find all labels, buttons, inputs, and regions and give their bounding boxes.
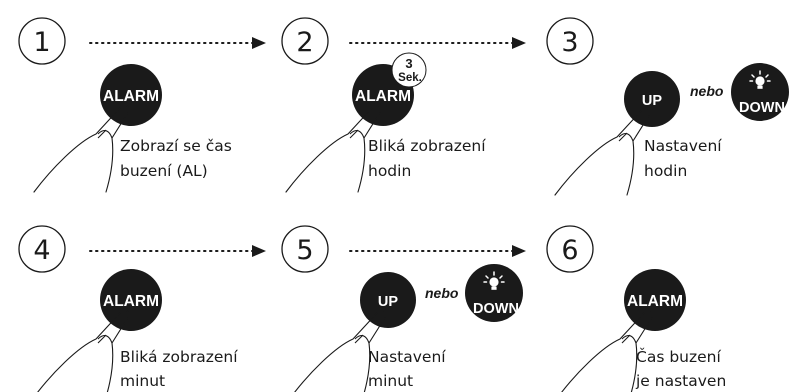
step-5-number: 5 bbox=[296, 235, 313, 266]
step-6-caption-line2: je nastaven bbox=[635, 372, 726, 390]
svg-text:DOWN: DOWN bbox=[473, 301, 519, 317]
step-2-badge-unit: Sek. bbox=[398, 72, 422, 84]
step-3-caption-line1: Nastavení bbox=[644, 137, 722, 155]
step-4-caption-line2: minut bbox=[120, 372, 165, 390]
svg-text:ALARM: ALARM bbox=[103, 88, 159, 105]
arrowhead-4 bbox=[252, 245, 266, 257]
step-6-alarm-button: ALARM bbox=[624, 269, 686, 331]
svg-text:UP: UP bbox=[642, 93, 662, 109]
svg-text:ALARM: ALARM bbox=[627, 293, 683, 310]
step-2-badge-seconds: 3 bbox=[405, 56, 412, 71]
step-3-up-button: UP bbox=[624, 71, 680, 127]
step-5-down-button: DOWN bbox=[465, 264, 523, 322]
step-5-caption-line1: Nastavení bbox=[368, 348, 446, 366]
step-1-number: 1 bbox=[33, 27, 50, 58]
step-5-up-button: UP bbox=[360, 272, 416, 328]
step-5-connector-nebo: nebo bbox=[425, 285, 459, 301]
arrowhead-5 bbox=[512, 245, 526, 257]
step-4-caption-line1: Bliká zobrazení bbox=[120, 348, 238, 366]
step-6-circle bbox=[546, 225, 594, 273]
step-2-number: 2 bbox=[296, 27, 313, 58]
step-1-caption-line1: Zobrazí se čas bbox=[120, 137, 232, 155]
step-4-number: 4 bbox=[33, 235, 50, 266]
step-4-alarm-button: ALARM bbox=[100, 269, 162, 331]
step-1-circle bbox=[18, 17, 66, 65]
step-3-down-button: DOWN bbox=[731, 63, 789, 121]
step-2-caption-line2: hodin bbox=[368, 162, 411, 180]
step-4-circle bbox=[18, 225, 66, 273]
step-1-alarm-button: ALARM bbox=[100, 64, 162, 126]
svg-text:UP: UP bbox=[378, 294, 398, 310]
svg-text:ALARM: ALARM bbox=[103, 293, 159, 310]
step-6-caption-line1: Čas buzení bbox=[636, 347, 721, 366]
step-3-circle bbox=[546, 17, 594, 65]
svg-text:ALARM: ALARM bbox=[355, 88, 411, 105]
step-3-connector-nebo: nebo bbox=[690, 83, 724, 99]
step-3-number: 3 bbox=[561, 27, 578, 58]
step-2-caption-line1: Bliká zobrazení bbox=[368, 137, 486, 155]
svg-text:DOWN: DOWN bbox=[739, 100, 785, 116]
arrowhead-1 bbox=[252, 37, 266, 49]
step-1-caption-line2: buzení (AL) bbox=[120, 162, 208, 180]
step-6-number: 6 bbox=[561, 235, 578, 266]
step-2-hold-badge: 3 Sek. bbox=[391, 52, 427, 88]
step-5-circle bbox=[281, 225, 329, 273]
step-2-circle bbox=[281, 17, 329, 65]
step-5-caption-line2: minut bbox=[368, 372, 413, 390]
arrowhead-2 bbox=[512, 37, 526, 49]
step-3-caption-line2: hodin bbox=[644, 162, 687, 180]
